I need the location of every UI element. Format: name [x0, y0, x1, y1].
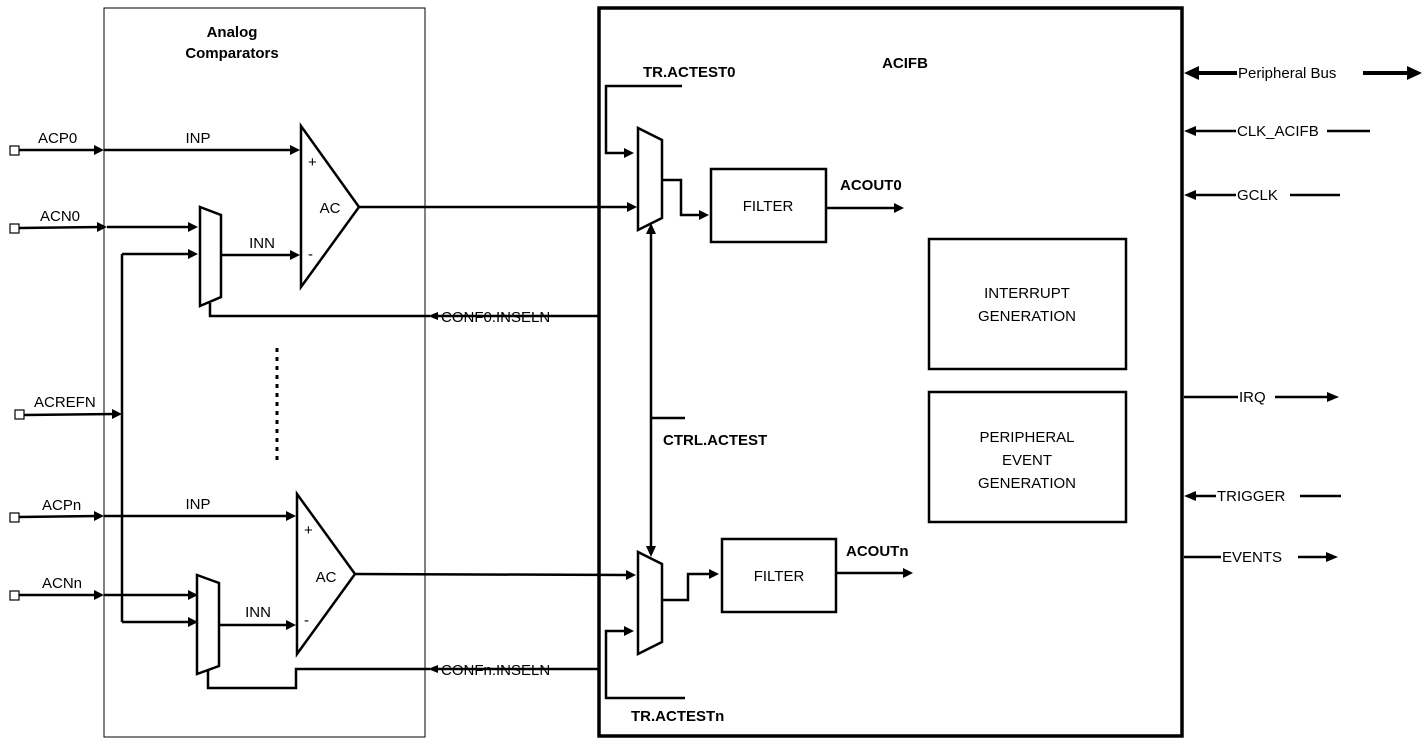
ctrl-actest-link: CTRL.ACTEST: [646, 223, 767, 557]
pin-acnn: ACNn: [9, 575, 104, 601]
events-label: EVENTS: [1222, 549, 1282, 566]
gclk-label: GCLK: [1237, 187, 1278, 204]
comparator-0-inn-label: INN: [249, 235, 275, 252]
port-trigger: TRIGGER: [1184, 488, 1341, 505]
port-clk-acifb: CLK_ACIFB: [1184, 123, 1370, 140]
pin-acp0-label: ACP0: [38, 130, 77, 147]
acout0-label: ACOUT0: [840, 177, 902, 194]
acifb-channel-n: FILTER ACOUTn TR.ACTESTn: [604, 537, 913, 725]
port-peripheral-bus: Peripheral Bus: [1184, 65, 1422, 82]
event-box-line2: EVENT: [1002, 452, 1052, 469]
pin-acn0-pad: [9, 223, 20, 234]
irq-label: IRQ: [1239, 389, 1266, 406]
comparator-0: INP INN + - AC CONF0.INSELN: [104, 122, 637, 326]
pin-acrefn-pad: [14, 409, 25, 420]
interrupt-box-line1: INTERRUPT: [984, 285, 1070, 302]
acrefn-bus: [120, 249, 198, 627]
pin-acnn-label: ACNn: [42, 575, 82, 592]
comparator-n-inp-label: INP: [185, 496, 210, 513]
filter-n: [720, 537, 838, 614]
port-gclk: GCLK: [1184, 187, 1340, 204]
peripheral-event-generation-box: [927, 390, 1128, 524]
acifb-block: [597, 6, 1184, 738]
acnn-branch: [104, 590, 198, 600]
acifb-channel-0: TR.ACTEST0 FILTER ACOUT0: [604, 64, 904, 244]
pin-acpn: ACPn: [9, 497, 104, 523]
pin-acnn-pad: [9, 590, 20, 601]
pin-acpn-pad: [9, 512, 20, 523]
pin-acp0-pad: [9, 145, 20, 156]
test-mux-0: [636, 125, 664, 233]
peripheral-bus-label: Peripheral Bus: [1238, 65, 1336, 82]
confn-inseln-label: CONFn.INSELN: [441, 662, 550, 679]
tr-actest0-label: TR.ACTEST0: [643, 64, 736, 81]
analog-comparators-block: [103, 7, 426, 738]
comparator-0-mux: [198, 205, 223, 308]
interrupt-box-line2: GENERATION: [978, 308, 1076, 325]
comparator-0-ac-label: AC: [320, 200, 341, 217]
acoutn-label: ACOUTn: [846, 543, 909, 560]
acifb-title: ACIFB: [882, 55, 928, 72]
pin-acn0: ACN0: [9, 208, 107, 234]
ctrl-actest-label: CTRL.ACTEST: [663, 432, 767, 449]
test-mux-n: [636, 549, 664, 657]
clk-acifb-label: CLK_ACIFB: [1237, 123, 1319, 140]
pin-acn0-label: ACN0: [40, 208, 80, 225]
event-box-line1: PERIPHERAL: [979, 429, 1074, 446]
comparator-n-triangle: [295, 490, 357, 658]
event-box-line3: GENERATION: [978, 475, 1076, 492]
comparator-n-minus: -: [304, 612, 309, 629]
pin-acrefn: ACREFN: [14, 394, 122, 420]
pin-acrefn-label: ACREFN: [34, 394, 96, 411]
pin-acpn-label: ACPn: [42, 497, 81, 514]
conf0-inseln-label: CONF0.INSELN: [441, 309, 550, 326]
filter-0: [709, 167, 828, 244]
comparator-n-plus: +: [304, 522, 313, 539]
filter-0-label: FILTER: [743, 198, 794, 215]
trigger-label: TRIGGER: [1217, 488, 1286, 505]
pin-acp0: ACP0: [9, 130, 104, 156]
comparator-0-triangle: [299, 122, 361, 291]
comparator-0-plus: +: [308, 154, 317, 171]
analog-block-title-line2: Comparators: [185, 45, 278, 62]
analog-block-title-line1: Analog: [207, 24, 258, 41]
comparator-n-ac-label: AC: [316, 569, 337, 586]
comparator-0-inp-label: INP: [185, 130, 210, 147]
tr-actestn-label: TR.ACTESTn: [631, 708, 724, 725]
comparator-n-inn-label: INN: [245, 604, 271, 621]
port-irq: IRQ: [1184, 389, 1339, 406]
comparator-0-minus: -: [308, 246, 313, 263]
comparator-n-mux: [195, 573, 221, 676]
interrupt-generation-box: [927, 237, 1128, 371]
comparator-n: INP INN + - AC CONFn.INSELN: [104, 490, 636, 690]
port-events: EVENTS: [1184, 549, 1338, 566]
filter-n-label: FILTER: [754, 568, 805, 585]
